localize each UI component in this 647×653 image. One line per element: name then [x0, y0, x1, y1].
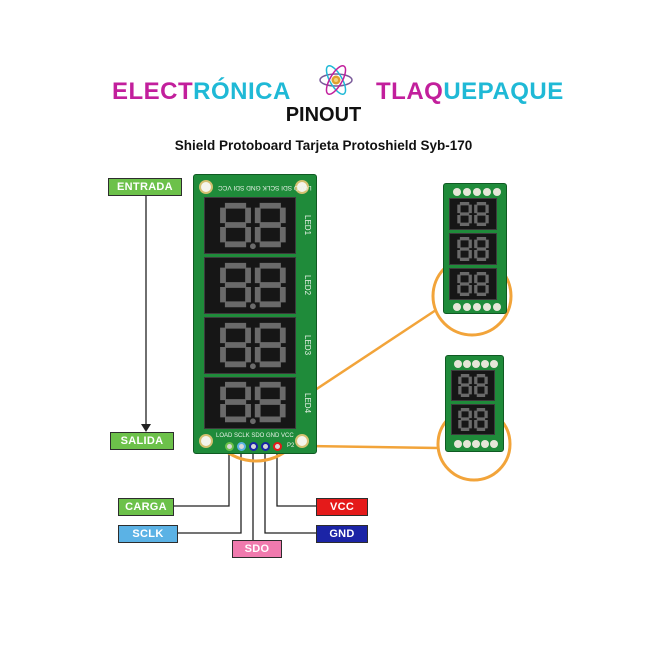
header-pin: [483, 303, 491, 311]
label-gnd: GND: [316, 525, 368, 543]
label-carga: CARGA: [118, 498, 174, 516]
header-pin: [463, 188, 471, 196]
header-pin: [481, 440, 489, 448]
wire-gnd: [264, 450, 316, 534]
seven-segment-display: [204, 257, 296, 314]
brand-right-part1: TLAQ: [376, 78, 444, 105]
atom-logo-icon: [319, 65, 353, 95]
connector-bottom: [306, 444, 439, 450]
brand-left-part2: RÓNICA: [193, 78, 291, 105]
led2-label: LED2: [303, 275, 312, 296]
connector-top: [305, 308, 437, 398]
wire-vcc: [276, 450, 316, 507]
seven-segment-display: [449, 268, 497, 300]
header-pin: [454, 360, 462, 368]
mount-hole: [295, 434, 309, 448]
pin-gnd: [261, 442, 270, 451]
page-title: PINOUT: [285, 104, 362, 126]
pin-sclk: [237, 442, 246, 451]
flow-arrowhead: [141, 424, 151, 432]
seven-segment-display: [204, 377, 296, 429]
label-vcc: VCC: [316, 498, 368, 516]
side-board-top: [443, 183, 507, 314]
seven-segment-display: [451, 370, 495, 401]
header-pin: [493, 188, 501, 196]
led1-label: LED1: [303, 215, 312, 236]
brand-right-part2: UEPAQUE: [443, 78, 564, 105]
main-board: LOAD SDI SCLK GND SDI VCC LED1 LED2 LED3…: [193, 174, 317, 454]
label-entrada: ENTRADA: [108, 178, 182, 196]
header-pin: [483, 188, 491, 196]
header-pin: [454, 440, 462, 448]
mount-hole: [199, 434, 213, 448]
seven-segment-display: [449, 233, 497, 265]
seven-segment-display: [451, 404, 495, 435]
header-pin: [453, 303, 461, 311]
label-sclk: SCLK: [118, 525, 178, 543]
pin-sdo: [249, 442, 258, 451]
wire-carga: [172, 450, 230, 507]
led4-label: LED4: [303, 393, 312, 414]
header-pin: [463, 360, 471, 368]
led3-label: LED3: [303, 335, 312, 356]
header-pin: [472, 360, 480, 368]
brand-right: TLAQUEPAQUE: [376, 78, 564, 106]
seven-segment-display: [204, 317, 296, 374]
side-board-bottom: [445, 355, 504, 452]
header-pin: [490, 440, 498, 448]
mount-hole: [295, 180, 309, 194]
seven-segment-display: [204, 197, 296, 254]
top-header-label: LOAD SDI SCLK GND SDI VCC: [218, 184, 312, 191]
header-pin: [481, 360, 489, 368]
header-pin: [453, 188, 461, 196]
seven-segment-display: [449, 198, 497, 230]
label-salida: SALIDA: [110, 432, 174, 450]
header-pin: [490, 360, 498, 368]
header-pin: [463, 440, 471, 448]
brand-left: ELECTRÓNICA: [112, 78, 291, 106]
header-pin: [493, 303, 501, 311]
p2-label: P2: [287, 443, 295, 449]
page-subtitle: Shield Protoboard Tarjeta Protoshield Sy…: [174, 138, 473, 153]
brand-left-part1: ELECT: [112, 78, 194, 105]
header-pin: [473, 303, 481, 311]
label-sdo: SDO: [232, 540, 282, 558]
header-pin: [463, 303, 471, 311]
header-pin: [472, 440, 480, 448]
bottom-header-label: LOAD SCLK SDO GND VCC: [216, 433, 294, 439]
header-pin: [473, 188, 481, 196]
pin-vcc: [273, 442, 282, 451]
pin-load: [225, 442, 234, 451]
wire-sclk: [178, 450, 242, 534]
mount-hole: [199, 180, 213, 194]
